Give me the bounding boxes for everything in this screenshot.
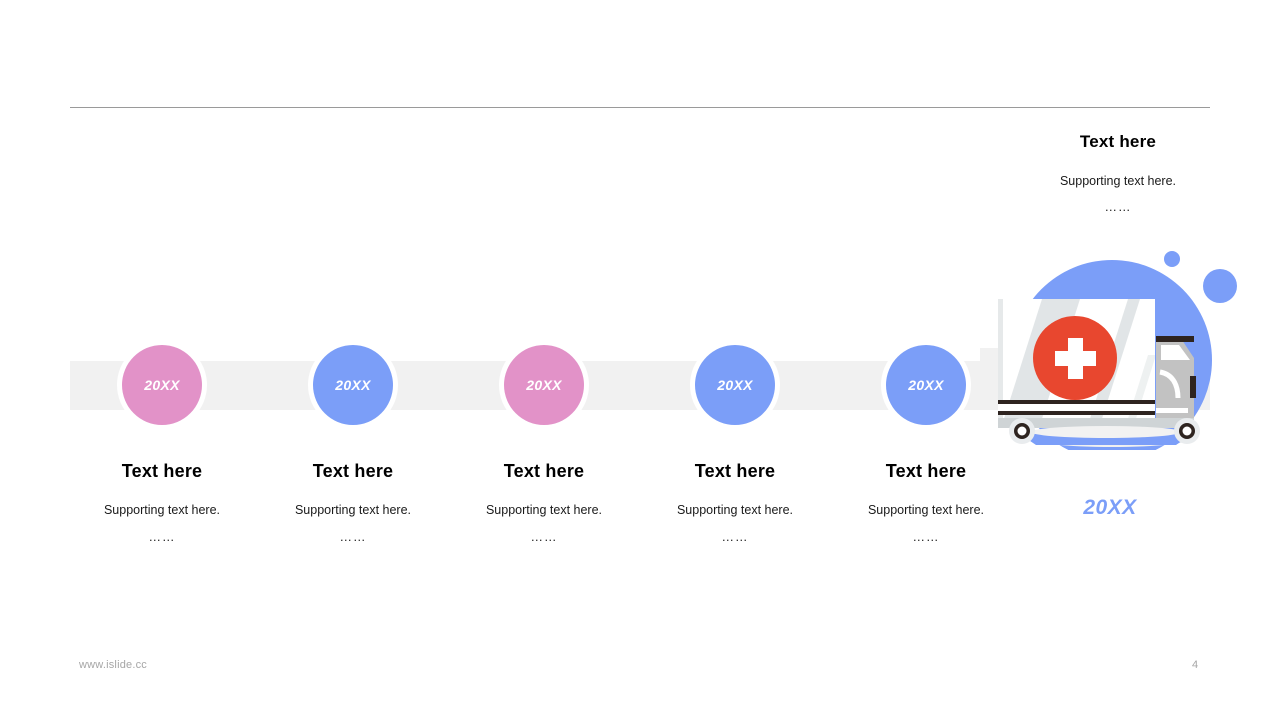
header-dots: …… [1104, 200, 1132, 214]
wheel-front [1174, 418, 1200, 444]
timeline-milestone-3[interactable]: 20XX [499, 340, 589, 430]
caption-subtitle-4: Supporting text here. [676, 503, 794, 517]
milestone-year-3: 20XX [526, 377, 562, 393]
timeline-milestone-5[interactable]: 20XX [881, 340, 971, 430]
milestone-disc-5: 20XX [886, 345, 966, 425]
caption-title-1: Text here [121, 461, 203, 481]
header-divider [70, 107, 1210, 108]
caption-title-5: Text here [885, 461, 967, 481]
milestone-disc-4: 20XX [695, 345, 775, 425]
road-highlight [1031, 426, 1181, 438]
caption-title-4: Text here [694, 461, 776, 481]
page-number: 4 [1191, 659, 1199, 671]
decor-dot-large [1203, 269, 1237, 303]
caption-dots-1: …… [148, 530, 176, 544]
timeline-milestone-4[interactable]: 20XX [690, 340, 780, 430]
header-title: Text here [1079, 132, 1157, 151]
header-text-block: Text here Supporting text here. …… [1008, 131, 1228, 216]
caption-dots-4: …… [721, 530, 749, 544]
caption-dots-5: …… [912, 530, 940, 544]
milestone-year-2: 20XX [335, 377, 371, 393]
footer-url[interactable]: www.islide.cc [79, 659, 148, 671]
milestone-caption-3: Text here Supporting text here. …… [444, 459, 644, 546]
caption-subtitle-3: Supporting text here. [485, 503, 603, 517]
milestone-disc-3: 20XX [504, 345, 584, 425]
caption-title-2: Text here [312, 461, 394, 481]
milestone-caption-1: Text here Supporting text here. …… [62, 459, 262, 546]
ambulance-illustration [980, 240, 1240, 460]
truck-cab [1156, 336, 1196, 418]
caption-subtitle-2: Supporting text here. [294, 503, 412, 517]
caption-title-3: Text here [503, 461, 585, 481]
timeline-milestone-1[interactable]: 20XX [117, 340, 207, 430]
milestone-caption-5: Text here Supporting text here. …… [826, 459, 1026, 546]
caption-dots-2: …… [339, 530, 367, 544]
milestone-year-4: 20XX [717, 377, 753, 393]
milestone-disc-2: 20XX [313, 345, 393, 425]
milestone-caption-2: Text here Supporting text here. …… [253, 459, 453, 546]
chassis [998, 418, 1194, 428]
caption-dots-3: …… [530, 530, 558, 544]
milestone-caption-4: Text here Supporting text here. …… [635, 459, 835, 546]
caption-subtitle-1: Supporting text here. [103, 503, 221, 517]
timeline-milestone-2[interactable]: 20XX [308, 340, 398, 430]
caption-subtitle-5: Supporting text here. [867, 503, 985, 517]
illustration-year-label: 20XX [1083, 496, 1137, 519]
milestone-disc-1: 20XX [122, 345, 202, 425]
wheel-rear [1009, 418, 1035, 444]
milestone-year-5: 20XX [908, 377, 944, 393]
medical-cross-icon [1033, 316, 1117, 400]
milestone-year-1: 20XX [144, 377, 180, 393]
decor-dot-small [1164, 251, 1180, 267]
header-subtitle: Supporting text here. [1059, 174, 1177, 188]
